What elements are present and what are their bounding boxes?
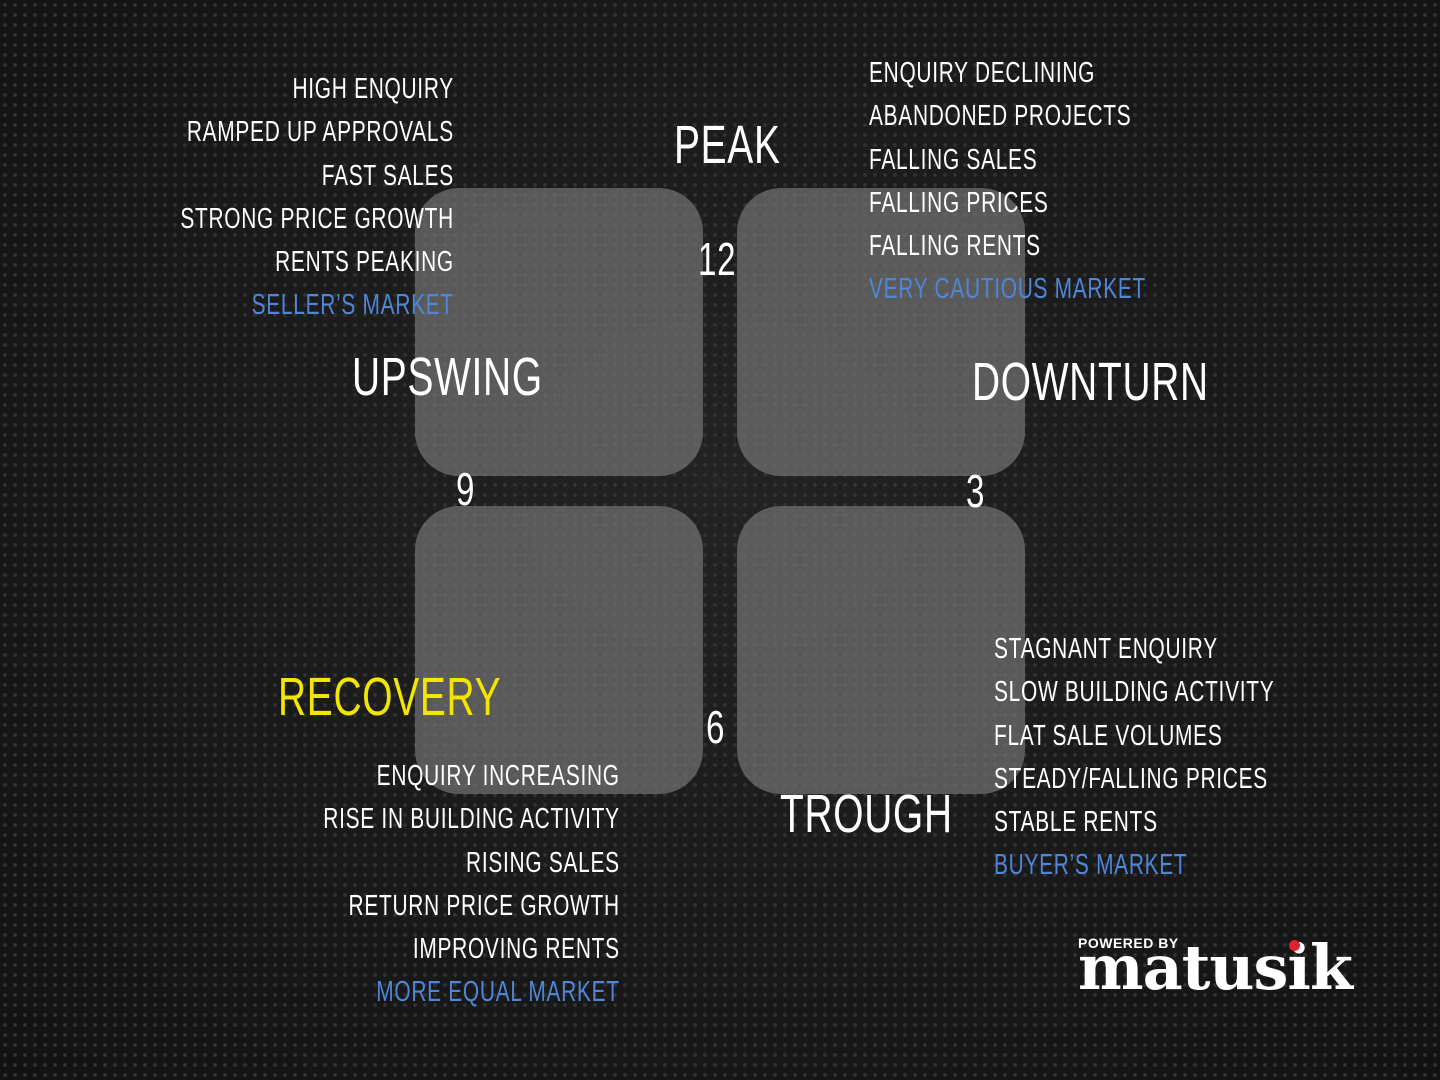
trough-quadrant <box>737 506 1025 794</box>
recovery-trait: RISE IN BUILDING ACTIVITY <box>323 803 620 836</box>
logo-powered-by: POWERED BY <box>1078 935 1179 951</box>
recovery-trait: RISING SALES <box>466 846 620 879</box>
recovery-quadrant <box>415 506 703 794</box>
trough-trait: SLOW BUILDING ACTIVITY <box>994 676 1275 709</box>
upswing-trait: RENTS PEAKING <box>275 246 454 279</box>
upswing-trait: STRONG PRICE GROWTH <box>180 202 454 235</box>
phase-peak: PEAK <box>674 115 781 175</box>
downturn-trait: ABANDONED PROJECTS <box>869 100 1132 133</box>
downturn-market: VERY CAUTIOUS MARKET <box>869 273 1147 306</box>
clock-9: 9 <box>456 463 476 515</box>
trough-trait: STEADY/FALLING PRICES <box>994 762 1268 795</box>
trough-traits-list: STAGNANT ENQUIRY SLOW BUILDING ACTIVITY … <box>994 628 1274 888</box>
phase-trough: TROUGH <box>780 784 953 844</box>
trough-trait: FLAT SALE VOLUMES <box>994 719 1223 752</box>
upswing-trait: FAST SALES <box>321 159 454 192</box>
clock-3: 3 <box>966 465 986 517</box>
phase-upswing: UPSWING <box>352 347 543 407</box>
trough-trait: STAGNANT ENQUIRY <box>994 633 1218 665</box>
recovery-trait: RETURN PRICE GROWTH <box>348 889 620 922</box>
upswing-market: SELLER’S MARKET <box>251 289 454 322</box>
clock-6: 6 <box>706 701 726 753</box>
trough-trait: STABLE RENTS <box>994 806 1158 839</box>
downturn-trait: FALLING RENTS <box>869 230 1041 263</box>
trough-market: BUYER’S MARKET <box>994 849 1188 882</box>
logo-dot-icon <box>1289 940 1300 951</box>
downturn-traits-list: ENQUIRY DECLINING ABANDONED PROJECTS FAL… <box>869 52 1146 312</box>
phase-recovery: RECOVERY <box>278 667 502 727</box>
downturn-trait: FALLING PRICES <box>869 186 1049 219</box>
recovery-trait: ENQUIRY INCREASING <box>376 760 620 792</box>
matusik-logo: POWERED BY matusik <box>1078 935 1358 1005</box>
downturn-trait: ENQUIRY DECLINING <box>869 57 1096 89</box>
upswing-quadrant <box>415 188 703 476</box>
downturn-quadrant <box>737 188 1025 476</box>
clock-12: 12 <box>698 233 737 285</box>
downturn-trait: FALLING SALES <box>869 143 1038 176</box>
upswing-trait: HIGH ENQUIRY <box>292 73 454 105</box>
logo-wordmark: matusik <box>1078 931 1353 1004</box>
upswing-trait: RAMPED UP APPROVALS <box>186 116 454 149</box>
recovery-market: MORE EQUAL MARKET <box>376 976 620 1009</box>
phase-downturn: DOWNTURN <box>972 352 1209 412</box>
upswing-traits-list: HIGH ENQUIRY RAMPED UP APPROVALS FAST SA… <box>180 68 454 328</box>
recovery-traits-list: ENQUIRY INCREASING RISE IN BUILDING ACTI… <box>324 755 620 1015</box>
recovery-trait: IMPROVING RENTS <box>413 933 620 966</box>
